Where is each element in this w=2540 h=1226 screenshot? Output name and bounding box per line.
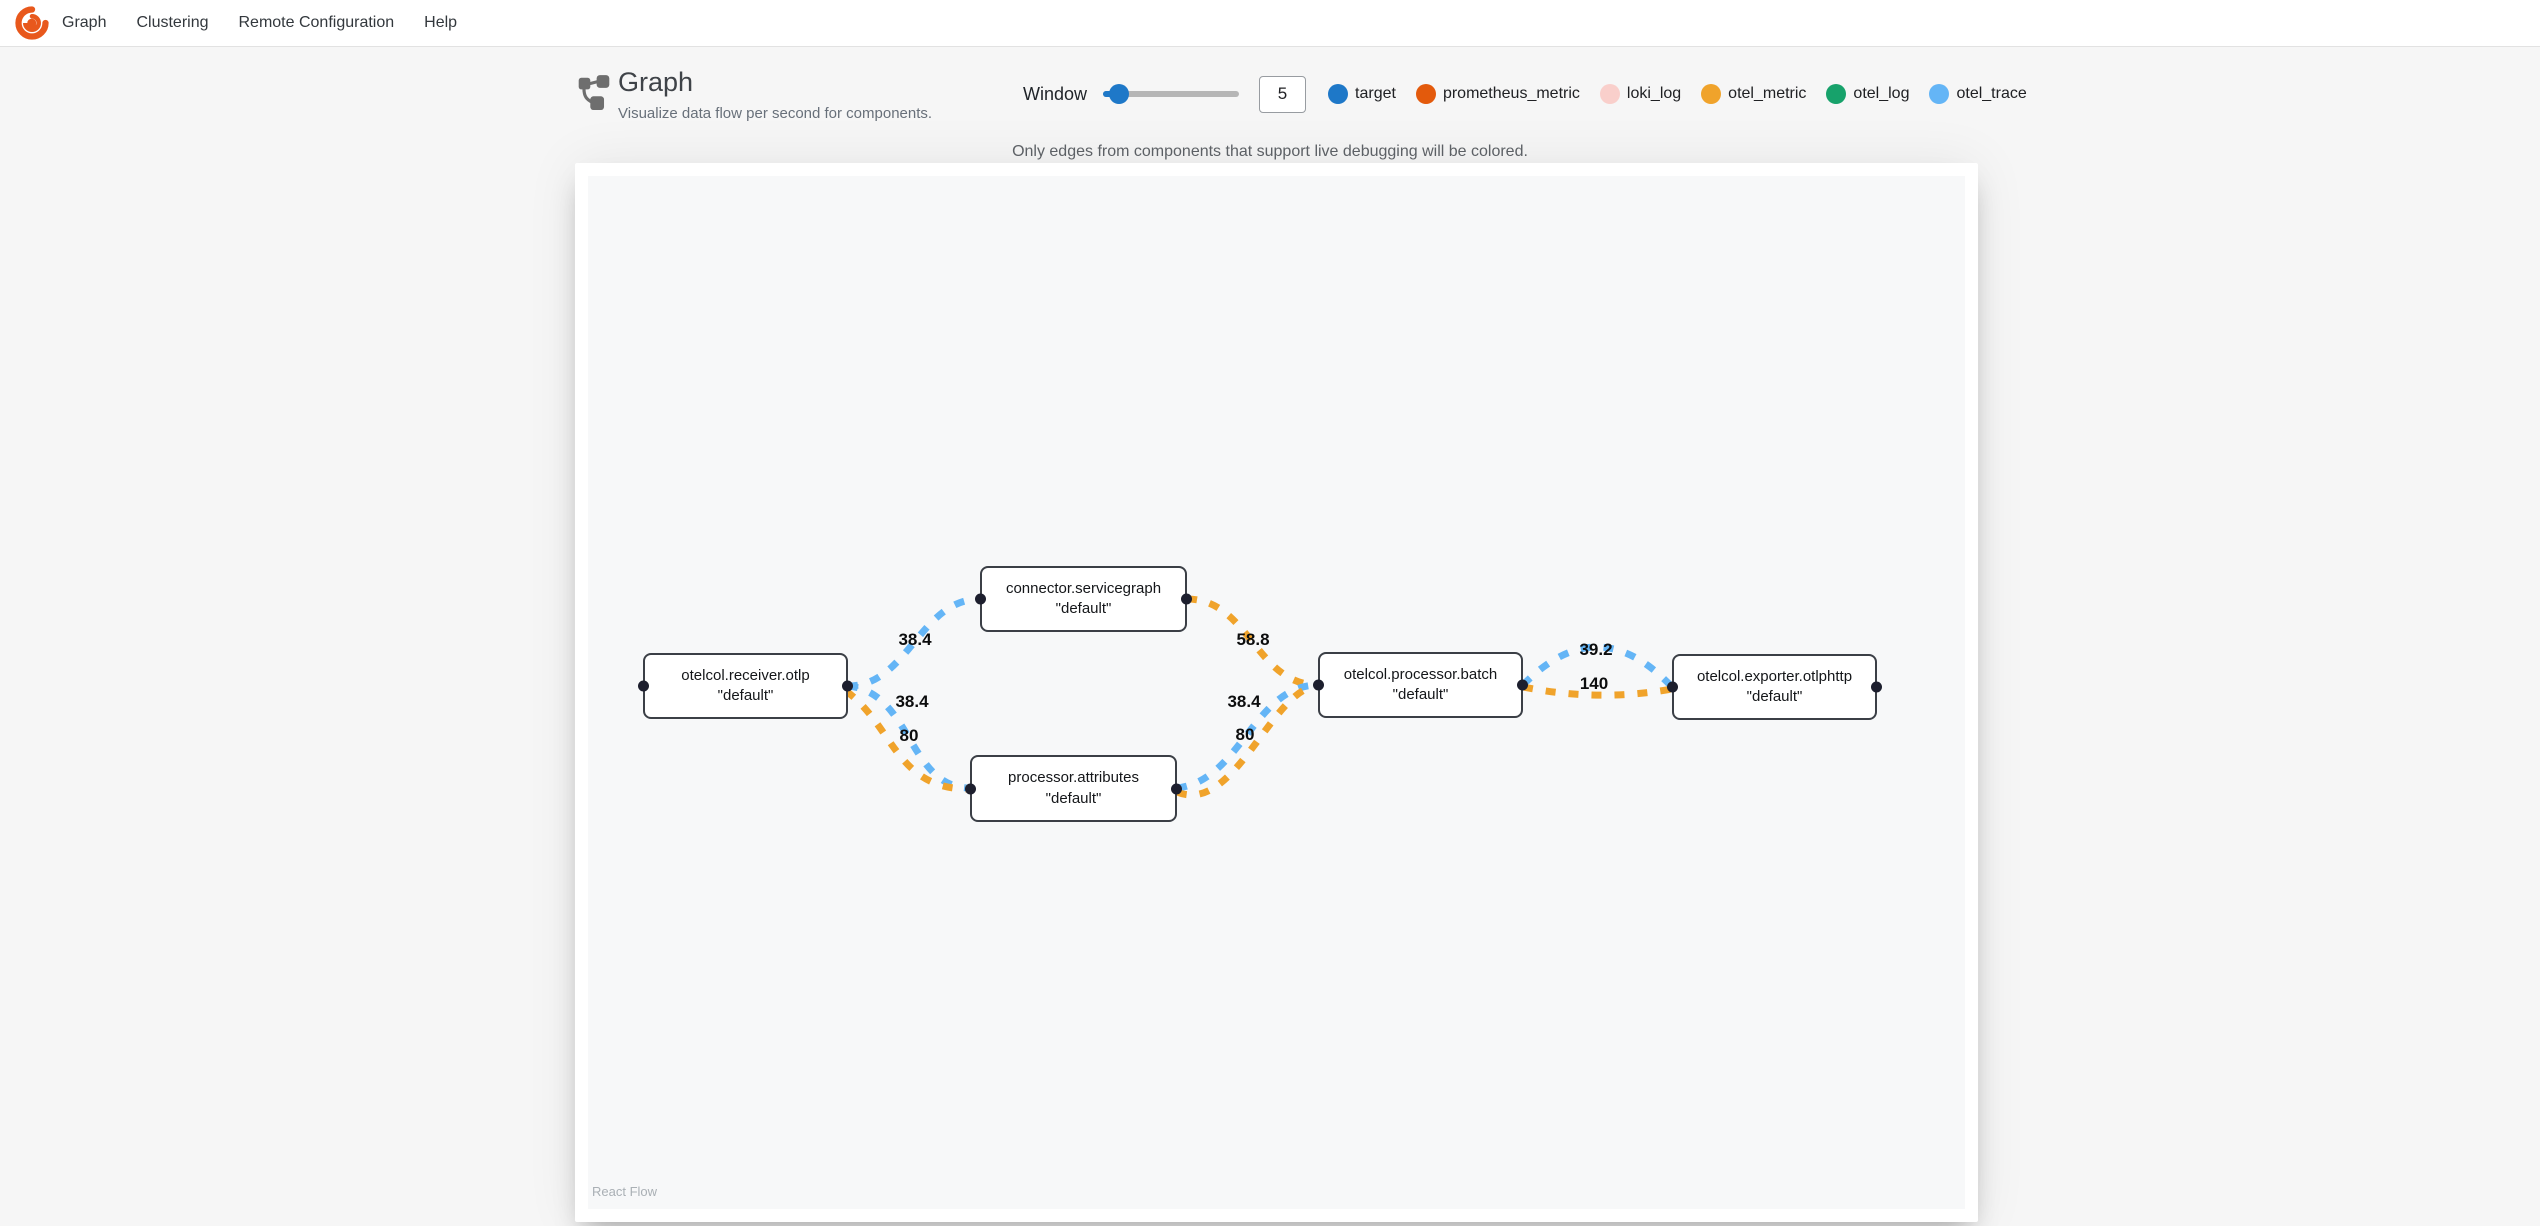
edge-batch-to-exporter-trace [1520, 643, 1675, 690]
react-flow-attribution[interactable]: React Flow [592, 1184, 658, 1199]
menu-item-clustering[interactable]: Clustering [136, 14, 209, 31]
node-handle-right [1517, 679, 1528, 691]
slider-thumb[interactable] [1109, 84, 1130, 104]
node-otelcol-processor-batch[interactable]: otelcol.processor.batch "default" [1313, 652, 1528, 718]
node-handle-left [1667, 681, 1678, 693]
edges-layer [843, 595, 1675, 799]
node-instance: "default" [717, 687, 774, 704]
node-handle-left [1313, 679, 1324, 691]
edge-rate-label: 38.4 [898, 630, 932, 649]
node-name: otelcol.receiver.otlp [681, 666, 810, 684]
slider-track[interactable] [1103, 91, 1240, 97]
node-handle-left [975, 593, 986, 605]
edge-type-legend: target prometheus_metric loki_log otel_m… [1328, 84, 2027, 104]
node-handle-right [1181, 593, 1192, 605]
menu-item-help[interactable]: Help [424, 14, 458, 31]
loki-log-color-dot [1599, 84, 1620, 104]
edge-receiver-to-attributes-metric [843, 688, 971, 793]
page-subtitle: Visualize data flow per second for compo… [618, 104, 933, 122]
edge-rate-label: 140 [1579, 674, 1609, 693]
legend-item-otel-trace: otel_trace [1929, 84, 2027, 104]
otel-metric-color-dot [1701, 84, 1722, 104]
edge-attributes-to-batch-metric [1175, 682, 1319, 799]
main-menu: Graph Clustering Remote Configuration He… [62, 14, 457, 32]
node-instance: "default" [1746, 688, 1803, 705]
graph-card: otelcol.receiver.otlp "default" connecto… [575, 163, 1978, 1222]
window-slider[interactable] [1103, 84, 1240, 104]
prometheus-metric-color-dot [1415, 84, 1436, 104]
edge-rate-label: 38.4 [895, 692, 929, 711]
legend-item-prometheus-metric: prometheus_metric [1415, 84, 1580, 104]
legend-item-otel-log: otel_log [1826, 84, 1909, 104]
node-instance: "default" [1045, 789, 1102, 807]
menu-item-graph[interactable]: Graph [62, 14, 107, 31]
page-title: Graph [618, 67, 694, 97]
edge-rate-label: 80 [899, 726, 919, 745]
node-connector-servicegraph[interactable]: connector.servicegraph "default" [975, 566, 1192, 632]
node-name: otelcol.exporter.otlphttp [1696, 667, 1853, 685]
edge-receiver-to-servicegraph [847, 595, 981, 690]
window-slider-label: Window [1023, 83, 1088, 104]
react-flow-canvas[interactable]: otelcol.receiver.otlp "default" connecto… [588, 176, 1965, 1209]
edge-rate-label: 80 [1235, 725, 1255, 744]
edge-rate-label: 39.2 [1579, 640, 1613, 659]
node-handle-left [638, 680, 649, 692]
target-color-dot [1328, 84, 1349, 104]
graph-icon [578, 75, 610, 110]
edge-rate-label: 38.4 [1227, 692, 1261, 711]
edge-rate-label: 58.8 [1236, 630, 1270, 649]
node-name: processor.attributes [1008, 769, 1139, 787]
node-instance: "default" [1392, 686, 1449, 703]
legend-item-otel-metric: otel_metric [1701, 84, 1806, 104]
node-otelcol-receiver-otlp[interactable]: otelcol.receiver.otlp "default" [638, 653, 853, 719]
node-name: otelcol.processor.batch [1343, 665, 1498, 683]
legend-item-loki-log: loki_log [1599, 84, 1681, 104]
otel-log-color-dot [1826, 84, 1847, 104]
node-instance: "default" [1055, 600, 1112, 617]
node-handle-right [1871, 681, 1882, 693]
menu-item-remote-configuration[interactable]: Remote Configuration [238, 14, 395, 31]
legend-item-target: target [1328, 84, 1396, 104]
node-handle-right [1171, 783, 1182, 794]
alloy-logo-icon[interactable] [14, 5, 50, 41]
top-menu-bar: Graph Clustering Remote Configuration He… [0, 0, 2540, 47]
edge-batch-to-exporter-metric [1522, 683, 1673, 699]
node-handle-left [965, 783, 976, 794]
page-header: Graph Visualize data flow per second for… [578, 67, 933, 122]
live-debugging-note: Only edges from components that support … [1012, 143, 1528, 160]
otel-trace-color-dot [1929, 84, 1950, 104]
node-processor-attributes[interactable]: processor.attributes "default" [965, 755, 1182, 822]
edge-servicegraph-to-batch [1186, 595, 1319, 689]
window-value-input[interactable] [1259, 75, 1307, 113]
controls-row: Window target prometheus_metric loki_log… [1023, 74, 2027, 114]
node-handle-right [842, 680, 853, 692]
node-name: connector.servicegraph [1005, 579, 1162, 597]
edge-receiver-to-attributes-trace [847, 682, 971, 792]
node-otelcol-exporter-otlphttp[interactable]: otelcol.exporter.otlphttp "default" [1667, 654, 1882, 720]
